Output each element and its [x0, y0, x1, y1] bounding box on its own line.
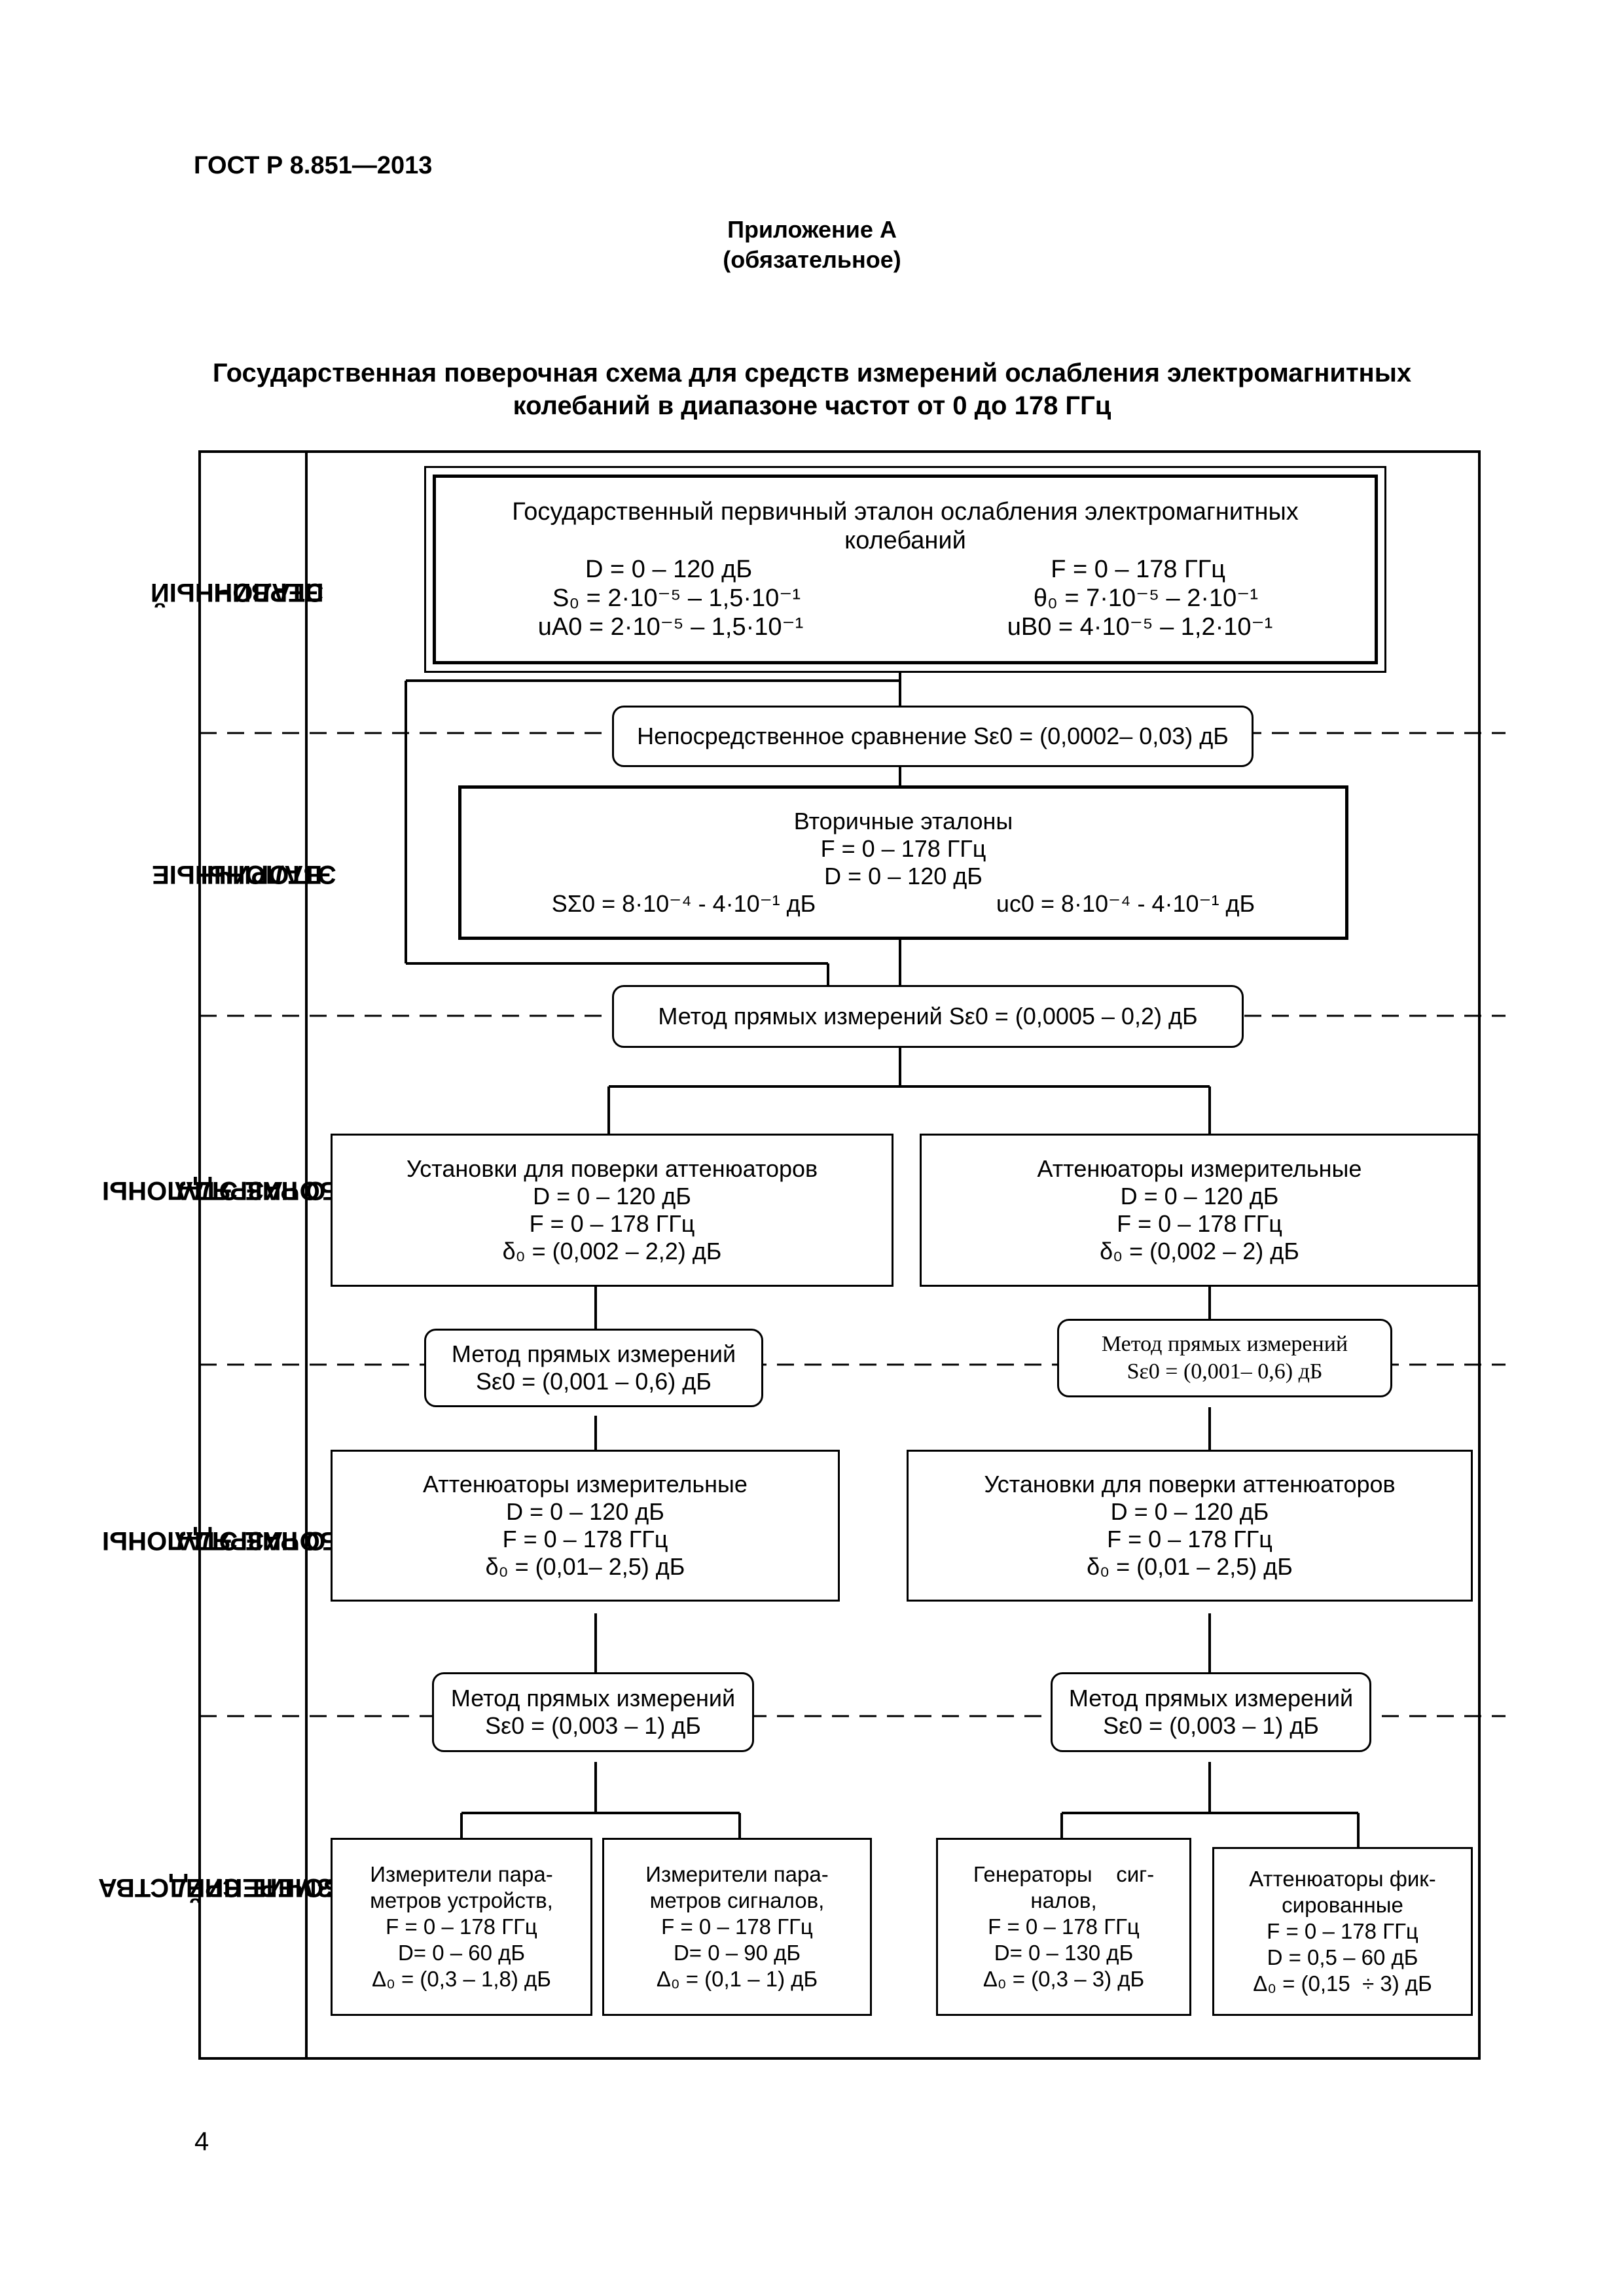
secondary-d: D = 0 – 120 дБ	[824, 863, 983, 889]
primary-ua0: uA0 = 2·10⁻⁵ – 1,5·10⁻¹	[537, 613, 804, 641]
work2-right-f: F = 0 – 178 ГГц	[1107, 1526, 1272, 1552]
instrument-signal-meters: Измерители пара- метров сигналов, F = 0 …	[602, 1838, 872, 2016]
method-2-left: Метод прямых измерений Sε0 = (0,001 – 0,…	[424, 1329, 763, 1407]
work2-left-d: D = 0 – 120 дБ	[506, 1498, 664, 1525]
work2-left-delta: δ₀ = (0,01– 2,5) дБ	[485, 1553, 685, 1580]
work2-right-title: Установки для поверки аттенюаторов	[984, 1471, 1396, 1498]
instrument-signal-generators: Генераторы сиг- налов, F = 0 – 178 ГГц D…	[936, 1838, 1191, 2016]
work1-right-d: D = 0 – 120 дБ	[1120, 1183, 1279, 1210]
work2-right-delta: δ₀ = (0,01 – 2,5) дБ	[1087, 1553, 1293, 1580]
work2-right-d: D = 0 – 120 дБ	[1110, 1498, 1269, 1525]
primary-standard-box: Государственный первичный эталон ослабле…	[424, 466, 1386, 673]
appendix-status: (обязательное)	[723, 246, 901, 273]
method-direct-comparison: Непосредственное сравнение Sε0 = (0,0002…	[612, 706, 1254, 767]
standard-code: ГОСТ Р 8.851—2013	[194, 152, 433, 179]
work1-right-title: Аттенюаторы измерительные	[1037, 1155, 1362, 1182]
primary-ub0: uB0 = 4·10⁻⁵ – 1,2·10⁻¹	[1007, 613, 1273, 641]
page-number: 4	[194, 2127, 209, 2156]
work1-right-delta: δ₀ = (0,002 – 2) дБ	[1100, 1238, 1299, 1265]
work1-right-box: Аттенюаторы измерительные D = 0 – 120 дБ…	[920, 1134, 1479, 1287]
secondary-f: F = 0 – 178 ГГц	[820, 835, 986, 862]
appendix-title: Приложение А	[727, 216, 897, 243]
work2-left-f: F = 0 – 178 ГГц	[502, 1526, 668, 1552]
work1-left-f: F = 0 – 178 ГГц	[529, 1210, 695, 1237]
work2-left-box: Аттенюаторы измерительные D = 0 – 120 дБ…	[331, 1450, 840, 1602]
primary-d: D = 0 – 120 дБ	[585, 556, 753, 583]
primary-s0: S₀ = 2·10⁻⁵ – 1,5·10⁻¹	[552, 584, 801, 612]
work1-left-box: Установки для поверки аттенюаторов D = 0…	[331, 1134, 893, 1287]
secondary-standards-box: Вторичные эталоны F = 0 – 178 ГГц D = 0 …	[458, 785, 1348, 940]
method-3-left: Метод прямых измерений Sε0 = (0,003 – 1)…	[432, 1672, 754, 1752]
primary-f: F = 0 – 178 ГГц	[1051, 556, 1225, 583]
method-3-right: Метод прямых измерений Sε0 = (0,003 – 1)…	[1051, 1672, 1371, 1752]
method-direct-measurement-1: Метод прямых измерений Sε0 = (0,0005 – 0…	[612, 985, 1244, 1048]
scheme-title-line2: колебаний в диапазоне частот от 0 до 178…	[513, 391, 1111, 420]
work1-left-delta: δ₀ = (0,002 – 2,2) дБ	[502, 1238, 722, 1265]
primary-title-1: Государственный первичный эталон ослабле…	[512, 498, 1299, 526]
secondary-u: uc0 = 8·10⁻⁴ - 4·10⁻¹ дБ	[996, 890, 1255, 917]
work1-right-f: F = 0 – 178 ГГц	[1117, 1210, 1282, 1237]
secondary-title: Вторичные эталоны	[793, 808, 1013, 834]
work2-right-box: Установки для поверки аттенюаторов D = 0…	[907, 1450, 1473, 1602]
instrument-device-meters: Измерители пара- метров устройств, F = 0…	[331, 1838, 592, 2016]
secondary-s: SΣ0 = 8·10⁻⁴ - 4·10⁻¹ дБ	[551, 890, 816, 917]
method-2-right: Метод прямых измерений Sε0 = (0,001– 0,6…	[1057, 1319, 1392, 1397]
instrument-fixed-attenuators: Аттенюаторы фик- сированные F = 0 – 178 …	[1212, 1847, 1473, 2016]
work1-left-title: Установки для поверки аттенюаторов	[406, 1155, 818, 1182]
primary-title-2: колебаний	[844, 527, 966, 554]
scheme-frame	[198, 450, 1481, 2060]
scheme-title-line1: Государственная поверочная схема для сре…	[212, 359, 1412, 387]
work2-left-title: Аттенюаторы измерительные	[423, 1471, 748, 1498]
work1-left-d: D = 0 – 120 дБ	[533, 1183, 691, 1210]
primary-theta0: θ₀ = 7·10⁻⁵ – 2·10⁻¹	[1033, 584, 1259, 612]
